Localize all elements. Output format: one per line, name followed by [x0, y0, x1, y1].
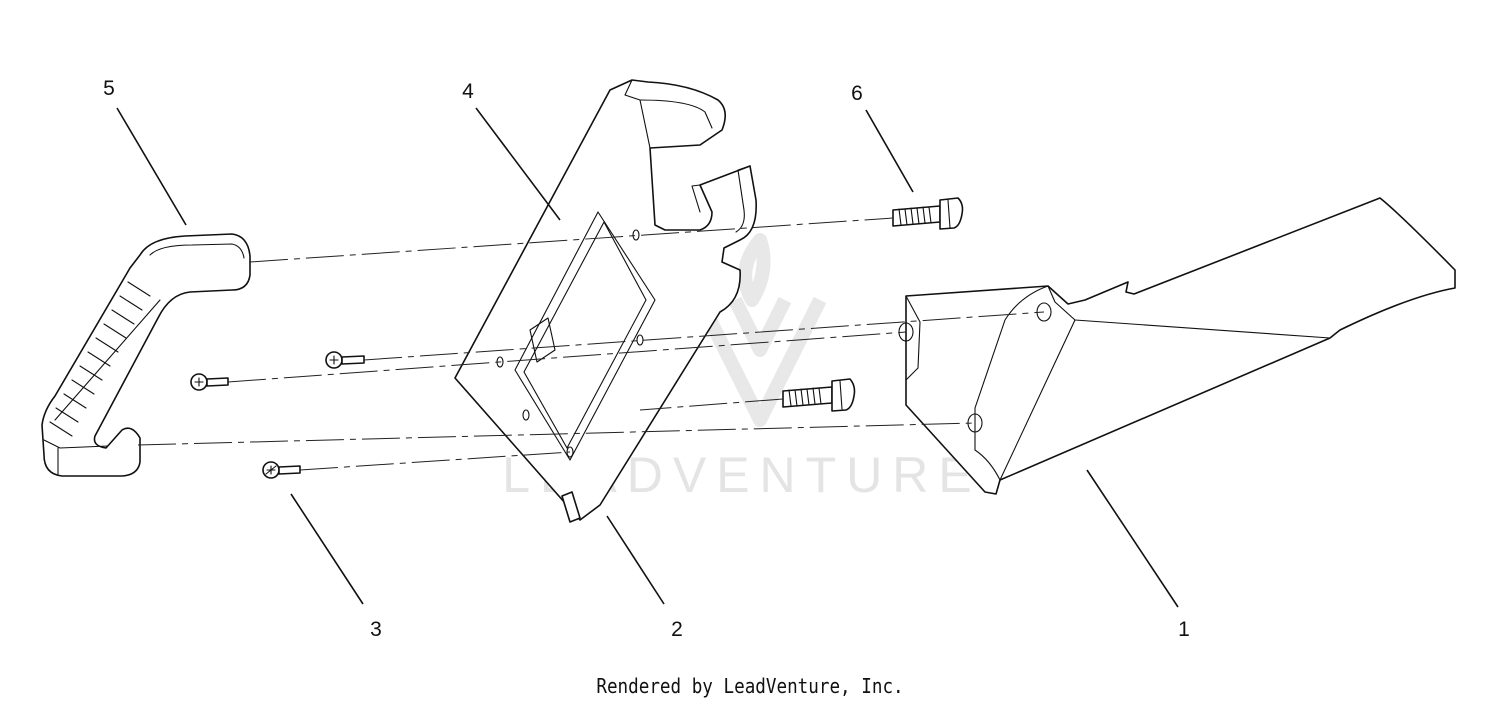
rendered-by-credit: Rendered by LeadVenture, Inc. — [596, 674, 904, 698]
callout-3: 3 — [370, 618, 382, 641]
part-4-cover-plate — [454, 79, 757, 521]
assembly-center-lines — [137, 217, 1045, 471]
part-1-deflector-chute — [898, 197, 1456, 495]
part-3-screw-bottom — [262, 461, 301, 479]
callout-6: 6 — [851, 82, 863, 105]
callout-numbers: 1 2 3 4 5 6 — [103, 77, 1190, 641]
part-5-handle-grip — [41, 233, 251, 477]
callout-5: 5 — [103, 77, 115, 100]
callout-2: 2 — [671, 618, 683, 641]
part-6-bolt-upper — [892, 197, 964, 230]
callout-4: 4 — [462, 80, 474, 103]
part-6-bolt-lower — [782, 378, 856, 412]
part-3-screw-left — [190, 373, 229, 391]
leader-lines — [116, 107, 1179, 608]
part-3-screw-middle — [325, 351, 365, 369]
part-2-spacer — [561, 491, 581, 523]
callout-1: 1 — [1178, 618, 1190, 641]
